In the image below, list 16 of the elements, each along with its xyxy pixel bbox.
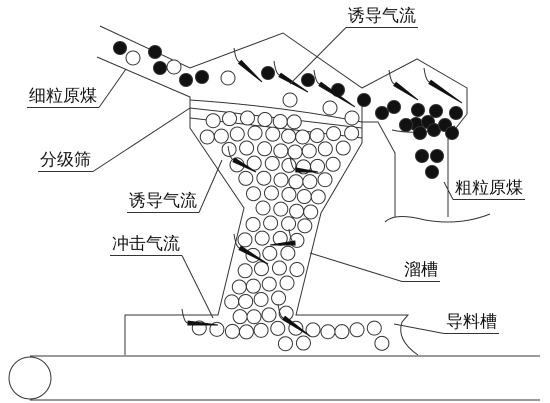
part-label: 粗粒原煤 bbox=[453, 178, 525, 200]
part-label: 诱导气流 bbox=[346, 6, 418, 28]
part-label: 细粒原煤 bbox=[27, 86, 99, 108]
leader-line bbox=[98, 68, 126, 108]
leader-line bbox=[182, 255, 214, 318]
leader-line bbox=[310, 252, 402, 282]
leader-line bbox=[290, 27, 346, 84]
leader-line bbox=[198, 160, 222, 213]
leader-line bbox=[394, 324, 444, 334]
part-label: 分级筛 bbox=[38, 150, 93, 172]
leader-line bbox=[92, 108, 190, 172]
part-label: 诱导气流 bbox=[127, 191, 199, 213]
part-label: 溜槽 bbox=[402, 260, 440, 282]
part-label: 冲击气流 bbox=[110, 234, 182, 256]
part-label: 导料槽 bbox=[444, 312, 499, 334]
leader-line bbox=[444, 182, 454, 200]
